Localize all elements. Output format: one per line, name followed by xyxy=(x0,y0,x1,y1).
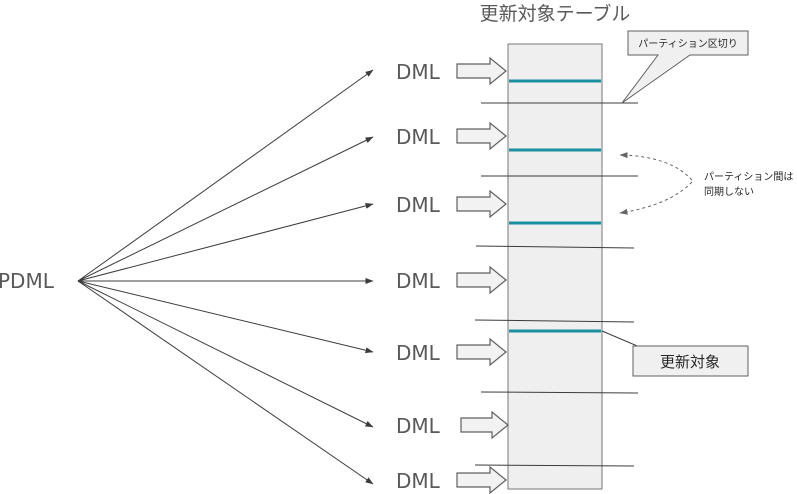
dml-label: DML xyxy=(396,269,441,293)
dml-label: DML xyxy=(396,341,441,365)
sync-note-line2: 同期しない xyxy=(704,186,754,198)
dml-label: DML xyxy=(396,193,441,217)
callout-leader xyxy=(601,330,643,349)
fanout-arrow xyxy=(77,202,374,282)
partition-line xyxy=(475,245,635,249)
partition-line xyxy=(474,464,635,467)
dml-label: DML xyxy=(396,125,441,149)
fanout-arrows xyxy=(77,69,374,485)
updated-rows xyxy=(509,79,601,333)
fanout-arrow xyxy=(77,280,374,485)
target-table xyxy=(507,43,603,490)
dashed-arrow xyxy=(619,181,693,215)
dashed-arrow xyxy=(619,152,693,181)
block-arrow-icon xyxy=(456,465,507,494)
dml-label: DML xyxy=(396,414,441,438)
block-arrow-icon xyxy=(456,121,507,151)
block-arrow-icon xyxy=(456,56,507,86)
callout-box xyxy=(632,345,749,377)
diagram-title: 更新対象テーブル xyxy=(480,2,631,25)
block-arrow-icon xyxy=(456,189,507,219)
sync-note: パーティション間は 同期しない xyxy=(619,152,793,215)
block-arrow-icon xyxy=(456,337,507,367)
fanout-arrow xyxy=(77,136,374,282)
fanout-arrow xyxy=(77,69,374,282)
pdml-label: PDML xyxy=(0,269,55,293)
dml-label: DML xyxy=(396,469,441,493)
dml-label: DML xyxy=(396,60,441,84)
target-callout: 更新対象 xyxy=(601,330,749,377)
block-arrows xyxy=(456,56,509,494)
partition-line xyxy=(474,319,635,323)
callout-shape xyxy=(621,30,749,104)
partition-lines xyxy=(474,102,639,467)
partition-callout-text: パーティション区切り xyxy=(638,38,737,50)
fanout-arrow xyxy=(77,280,374,354)
dml-labels: DML DML DML DML DML DML DML xyxy=(396,60,441,493)
target-callout-text: 更新対象 xyxy=(660,353,720,371)
block-arrow-icon xyxy=(456,265,507,295)
partition-callout: パーティション区切り xyxy=(621,30,749,104)
sync-note-line1: パーティション間は xyxy=(704,171,793,183)
fanout-arrow xyxy=(77,280,374,428)
block-arrow-icon xyxy=(460,410,509,440)
partition-line xyxy=(480,391,639,394)
